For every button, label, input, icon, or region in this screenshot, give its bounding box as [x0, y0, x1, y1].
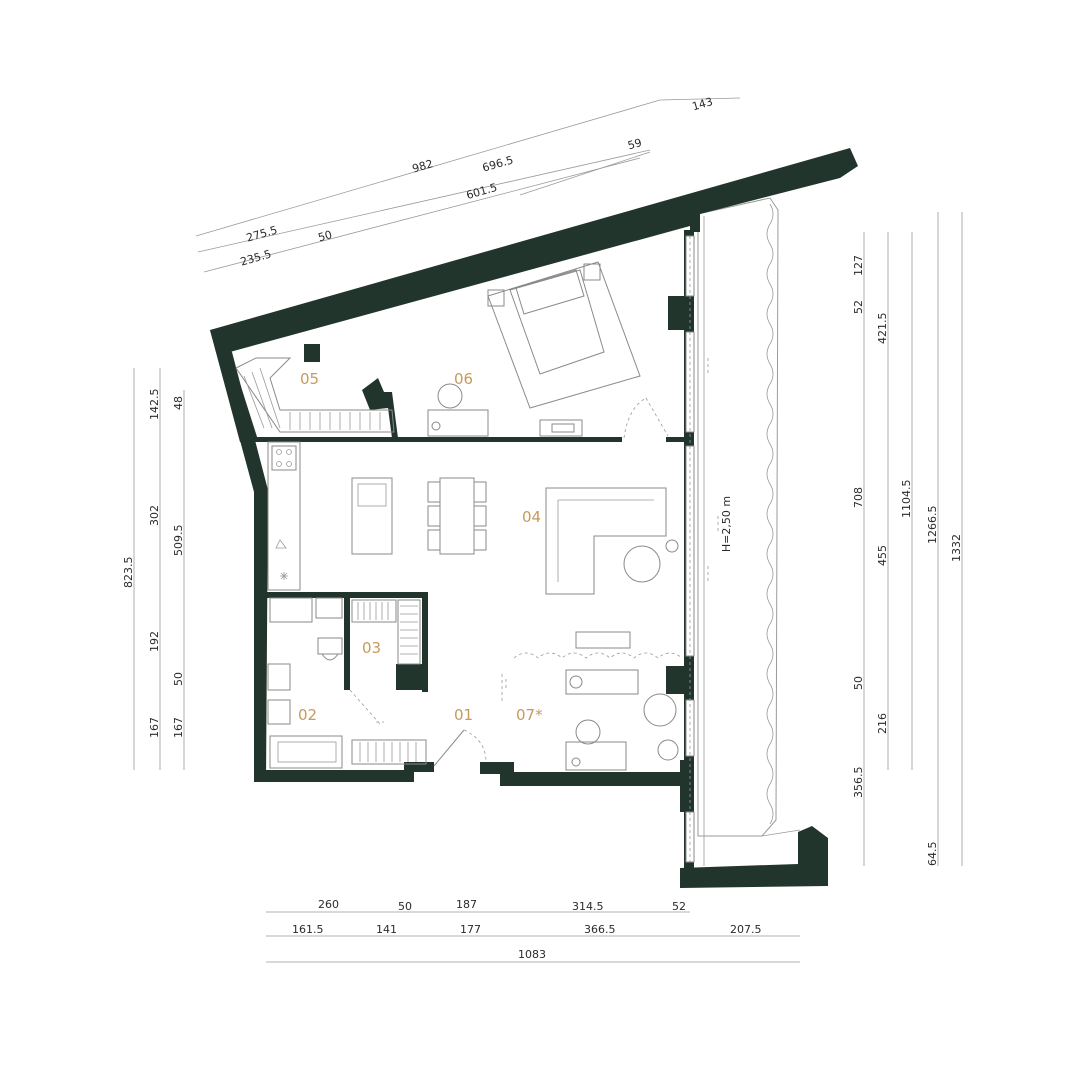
bathtub: [269, 735, 343, 769]
dim-left-142-5: 142.5: [148, 389, 161, 421]
dim-right-50: 50: [852, 676, 865, 690]
left-dimension-labels: 823.5 142.5 48 302 509.5 192 50 167 167: [122, 389, 185, 739]
dining-table: [439, 477, 475, 555]
dim-left-302: 302: [148, 505, 161, 526]
dim-left-50: 50: [172, 672, 185, 686]
kitchen: [267, 441, 487, 591]
dim-bottom-1083: 1083: [518, 948, 546, 961]
room-labels: 05 06 04 03 02 01 07* H=2,50 m: [298, 370, 733, 724]
bedroom-desk: [427, 383, 583, 437]
bottom-dimension-labels: 260 50 187 314.5 52 161.5 141 177 366.5 …: [292, 898, 762, 961]
dim-top-601-5: 601.5: [465, 181, 499, 202]
dim-top-50: 50: [317, 228, 334, 244]
right-dimension-labels: 127 52 421.5 708 1104.5 1266.5 1332 455 …: [852, 255, 963, 866]
dim-right-455: 455: [876, 545, 889, 566]
bed: [487, 261, 641, 409]
dim-right-1266-5: 1266.5: [926, 506, 939, 545]
dim-left-167-b: 167: [172, 717, 185, 738]
closet-east-wall: [422, 592, 428, 692]
dim-top-59: 59: [626, 136, 643, 152]
dim-bottom-52: 52: [672, 900, 686, 913]
dim-top-275-5: 275.5: [245, 223, 279, 244]
wardrobe-05: [235, 357, 395, 433]
left-dimension-lines: [133, 368, 185, 770]
bedroom-south-wall-east: [666, 437, 688, 442]
dim-right-421-5: 421.5: [876, 313, 889, 345]
cooktop: [271, 445, 297, 471]
south-wall-mid: [480, 762, 514, 774]
dim-bottom-314-5: 314.5: [572, 900, 604, 913]
office-07: [565, 669, 679, 771]
dim-bottom-161-5: 161.5: [292, 923, 324, 936]
balcony: [697, 197, 801, 866]
armchair: [643, 693, 677, 727]
dim-right-64-5: 64.5: [926, 842, 939, 867]
office-pillar: [666, 666, 694, 694]
south-wall-west: [254, 770, 414, 782]
dim-bottom-207-5: 207.5: [730, 923, 762, 936]
dim-top-696-5: 696.5: [481, 153, 515, 174]
room-label-05: 05: [300, 370, 319, 388]
top-dimension-lines: [195, 97, 741, 273]
dim-left-192: 192: [148, 631, 161, 652]
bathroom-east-wall: [344, 592, 350, 690]
sink-icon: [275, 539, 287, 549]
bathroom-02: [267, 597, 343, 769]
room-label-07: 07*: [516, 706, 543, 724]
room-label-02: 02: [298, 706, 317, 724]
floor-lamp: [665, 539, 679, 553]
office-desk: [565, 741, 627, 771]
nightstand-left: [487, 289, 505, 307]
room-label-06: 06: [454, 370, 473, 388]
north-wall: [210, 148, 858, 442]
dim-right-708: 708: [852, 487, 865, 508]
dim-right-1104-5: 1104.5: [900, 480, 913, 519]
dim-right-216: 216: [876, 713, 889, 734]
room-label-04: 04: [522, 508, 541, 526]
kitchen-island: [351, 477, 393, 555]
tv-unit: [575, 631, 631, 649]
bedroom-south-wall: [250, 437, 622, 442]
south-wall-east: [500, 760, 694, 812]
dim-left-48: 48: [172, 396, 185, 410]
dim-bottom-141: 141: [376, 923, 397, 936]
closet-block: [396, 664, 422, 690]
dim-right-1332: 1332: [950, 534, 963, 562]
dim-left-167-a: 167: [148, 717, 161, 738]
dim-bottom-260: 260: [318, 898, 339, 911]
dim-right-356-5: 356.5: [852, 767, 865, 799]
south-wall-stub: [404, 762, 434, 772]
dim-bottom-177: 177: [460, 923, 481, 936]
dim-left-509-5: 509.5: [172, 525, 185, 557]
hall-wardrobe: [351, 739, 427, 765]
dim-bottom-366-5: 366.5: [584, 923, 616, 936]
dim-left-823-5: 823.5: [122, 557, 135, 589]
dim-right-127: 127: [852, 255, 865, 276]
room-label-01: 01: [454, 706, 473, 724]
balcony-base-wall: [680, 826, 828, 888]
ceiling-height-note: H=2,50 m: [720, 496, 733, 552]
closet-03: [349, 599, 427, 765]
top-dimension-labels: 143 982 696.5 59 601.5 275.5 50 235.5: [239, 95, 714, 269]
dim-right-52: 52: [852, 300, 865, 314]
doors: [433, 358, 719, 767]
nightstand-right: [583, 263, 601, 281]
coffee-table: [623, 545, 661, 583]
wardrobe-post: [304, 344, 320, 362]
room-label-03: 03: [362, 639, 381, 657]
bottom-dimension-lines: [266, 911, 800, 963]
right-dimension-lines: [863, 212, 963, 866]
dim-top-235-5: 235.5: [239, 247, 273, 268]
dim-top-982: 982: [411, 157, 435, 175]
dim-top-143: 143: [691, 95, 715, 113]
bedroom-pillar: [362, 378, 398, 438]
windows: [685, 235, 695, 863]
dim-bottom-187: 187: [456, 898, 477, 911]
west-wall: [210, 330, 268, 782]
living-room: [513, 487, 683, 659]
dim-bottom-50: 50: [398, 900, 412, 913]
